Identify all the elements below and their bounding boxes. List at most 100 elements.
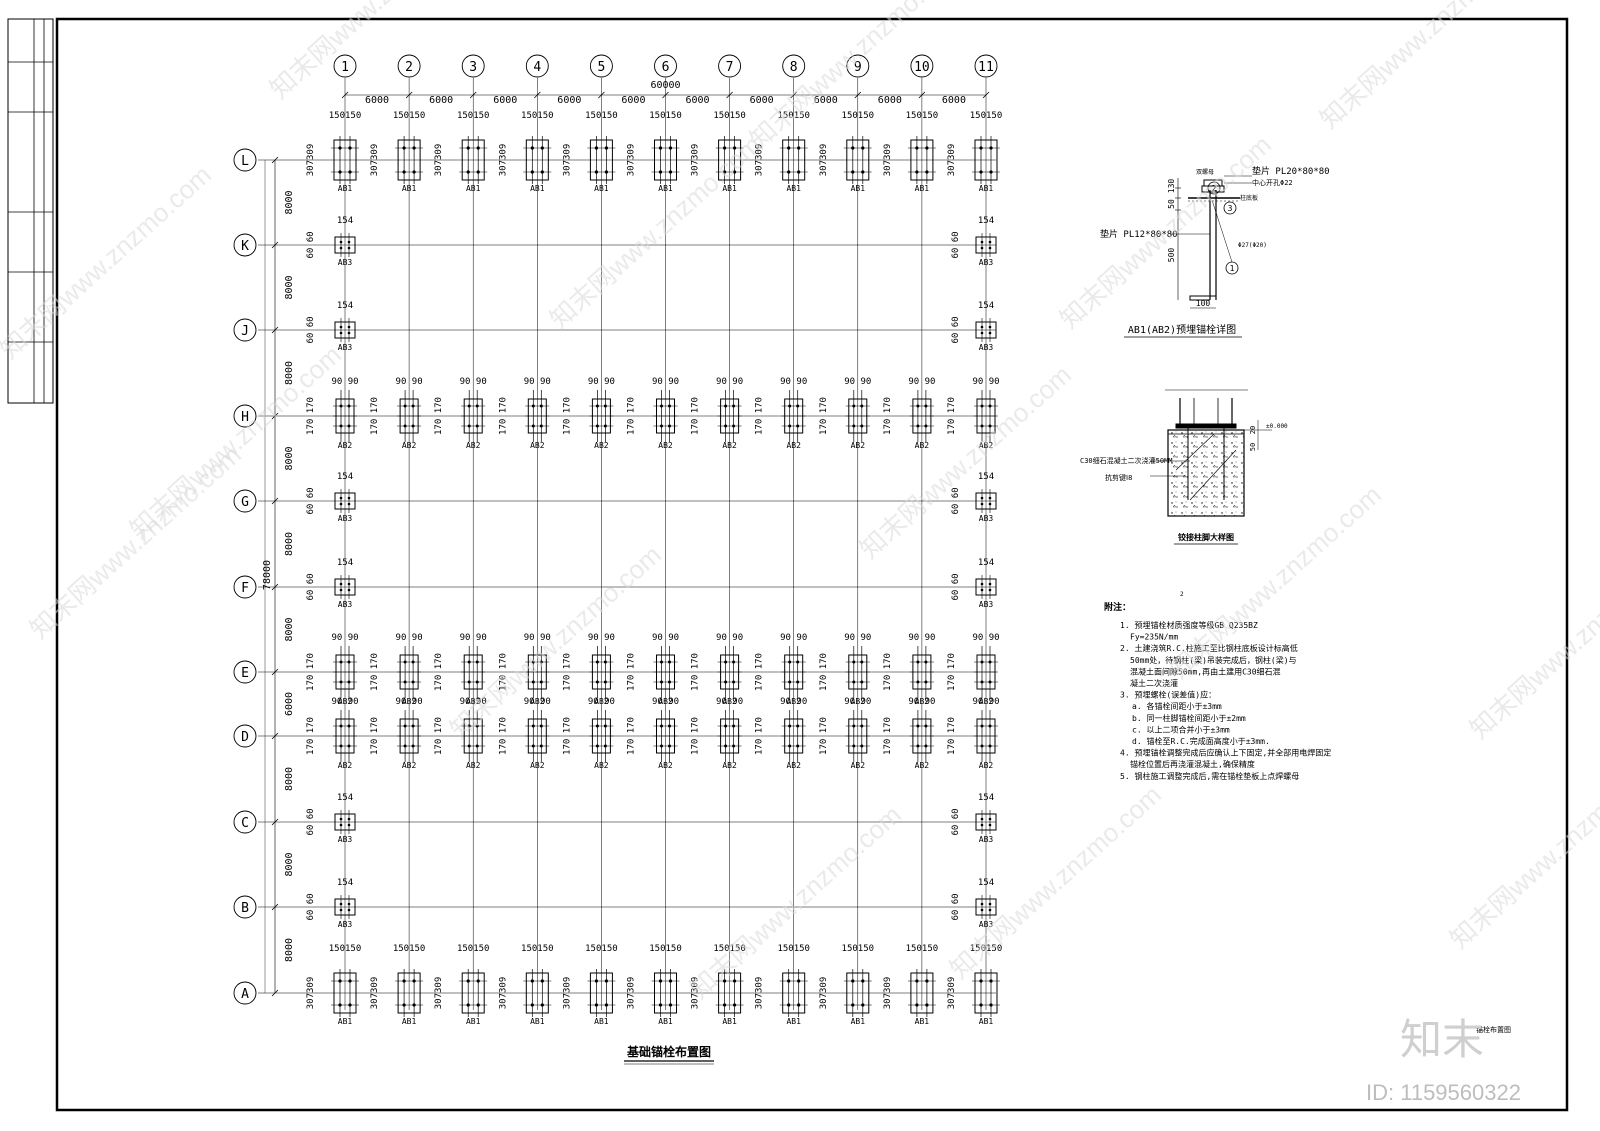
watermark-text: 知末网www.znzmo.com xyxy=(264,0,487,104)
anchor-type-label: AB3 xyxy=(338,258,353,267)
bolt xyxy=(787,170,791,174)
anchor-dim-side: 307309 xyxy=(370,977,380,1010)
anchor-dim-top: 154 xyxy=(337,793,353,803)
bolt xyxy=(467,424,471,428)
bolt xyxy=(924,680,928,684)
bolt xyxy=(338,979,342,983)
bolt xyxy=(594,146,599,150)
anchor-dim-side: 170 170 xyxy=(498,653,508,691)
bolt xyxy=(466,979,470,983)
bolt xyxy=(732,660,736,664)
anchor-dim-side: 307309 xyxy=(627,977,637,1010)
bolt xyxy=(466,146,470,150)
bolt xyxy=(660,660,663,664)
bolt xyxy=(668,1003,673,1007)
bolt xyxy=(603,404,607,408)
base-plate xyxy=(461,139,485,181)
bolt xyxy=(668,170,673,174)
dim-bay-width: 6000 xyxy=(429,95,453,106)
detail-column-base xyxy=(1150,389,1272,517)
anchor-dim-side: 170 170 xyxy=(947,653,957,691)
bolt xyxy=(732,680,736,684)
anchor-type-label: AB3 xyxy=(338,600,353,609)
anchor-dim-side: 307309 xyxy=(755,977,765,1010)
bolt xyxy=(852,744,856,748)
bolt xyxy=(660,724,663,728)
bolt xyxy=(724,660,728,664)
bolt xyxy=(476,170,480,174)
base-plate xyxy=(589,139,613,181)
bolt xyxy=(660,404,663,408)
bolt xyxy=(475,424,479,428)
bolt xyxy=(339,744,343,748)
dim-row-spacing: 8000 xyxy=(284,446,295,470)
detail2-dim-20: 20 xyxy=(1249,426,1257,434)
bolt xyxy=(540,979,544,983)
bolt xyxy=(988,902,992,906)
bolt xyxy=(338,1003,342,1007)
bolt xyxy=(980,588,984,592)
anchor-dim-side: 60 60 xyxy=(951,487,961,514)
anchor-dim-top: 150150 xyxy=(521,111,554,121)
bolt xyxy=(475,680,479,684)
anchor-dim-side: 60 60 xyxy=(306,231,316,258)
anchor-type-label: AB2 xyxy=(979,697,994,706)
bolt xyxy=(796,660,800,664)
anchor-dim-top: 150150 xyxy=(906,944,939,954)
bolt xyxy=(539,680,543,684)
anchor-dim-top: 90 90 xyxy=(716,633,743,643)
bolt xyxy=(339,908,343,912)
bolt xyxy=(604,170,609,174)
bolt xyxy=(788,424,792,428)
bolt xyxy=(797,1003,801,1007)
bolt xyxy=(988,424,992,428)
dim-tick xyxy=(271,241,279,249)
detail2-grout-note: C30细石混凝土二次浇灌50MM xyxy=(1080,456,1173,465)
note-line: 4. 预埋锚栓调整完成后应确认上下固定,并全部用电焊固定 xyxy=(1120,748,1331,758)
dim-tick xyxy=(271,583,279,591)
bolt xyxy=(980,246,984,250)
column-label-10: 10 xyxy=(914,60,930,75)
note-line: 50mm处，待钢柱(梁)吊装完成后，钢柱(梁)与 xyxy=(1130,655,1297,665)
anchor-type-label: AB1 xyxy=(979,184,994,193)
anchor-type-label: AB1 xyxy=(979,1017,994,1026)
bolt xyxy=(595,660,599,664)
bolt xyxy=(347,724,351,728)
bolt xyxy=(988,817,992,821)
anchor-dim-top: 150150 xyxy=(393,111,426,121)
bolt xyxy=(980,331,984,335)
anchor-dim-side: 60 60 xyxy=(951,808,961,835)
anchor-dim-top: 90 90 xyxy=(331,697,358,707)
anchor-type-label: AB2 xyxy=(466,697,481,706)
dim-row-spacing: 8000 xyxy=(284,767,295,791)
base-plate xyxy=(334,492,356,510)
anchor-dim-side: 307309 xyxy=(883,144,893,177)
bolt xyxy=(603,424,607,428)
bolt xyxy=(788,404,792,408)
base-plate xyxy=(782,139,806,181)
bolt xyxy=(348,1003,352,1007)
base-plate xyxy=(589,972,613,1014)
bolt xyxy=(796,680,800,684)
bolt xyxy=(852,660,856,664)
bolt xyxy=(668,146,673,150)
note-line: 1. 预埋锚栓材质强度等级GB Q235BZ xyxy=(1120,620,1258,630)
detail2-rebar-note: 抗剪键Ⅰ8 xyxy=(1105,473,1132,482)
bolt xyxy=(412,170,416,174)
notes-heading: 附注： xyxy=(1104,601,1131,613)
anchor-dim-top: 90 90 xyxy=(396,697,423,707)
anchor-dim-top: 150150 xyxy=(970,944,1003,954)
anchor-dim-top: 150150 xyxy=(649,944,682,954)
anchor-dim-top: 90 90 xyxy=(524,377,551,387)
bolt xyxy=(723,146,727,150)
anchor-type-label: AB1 xyxy=(338,1017,353,1026)
